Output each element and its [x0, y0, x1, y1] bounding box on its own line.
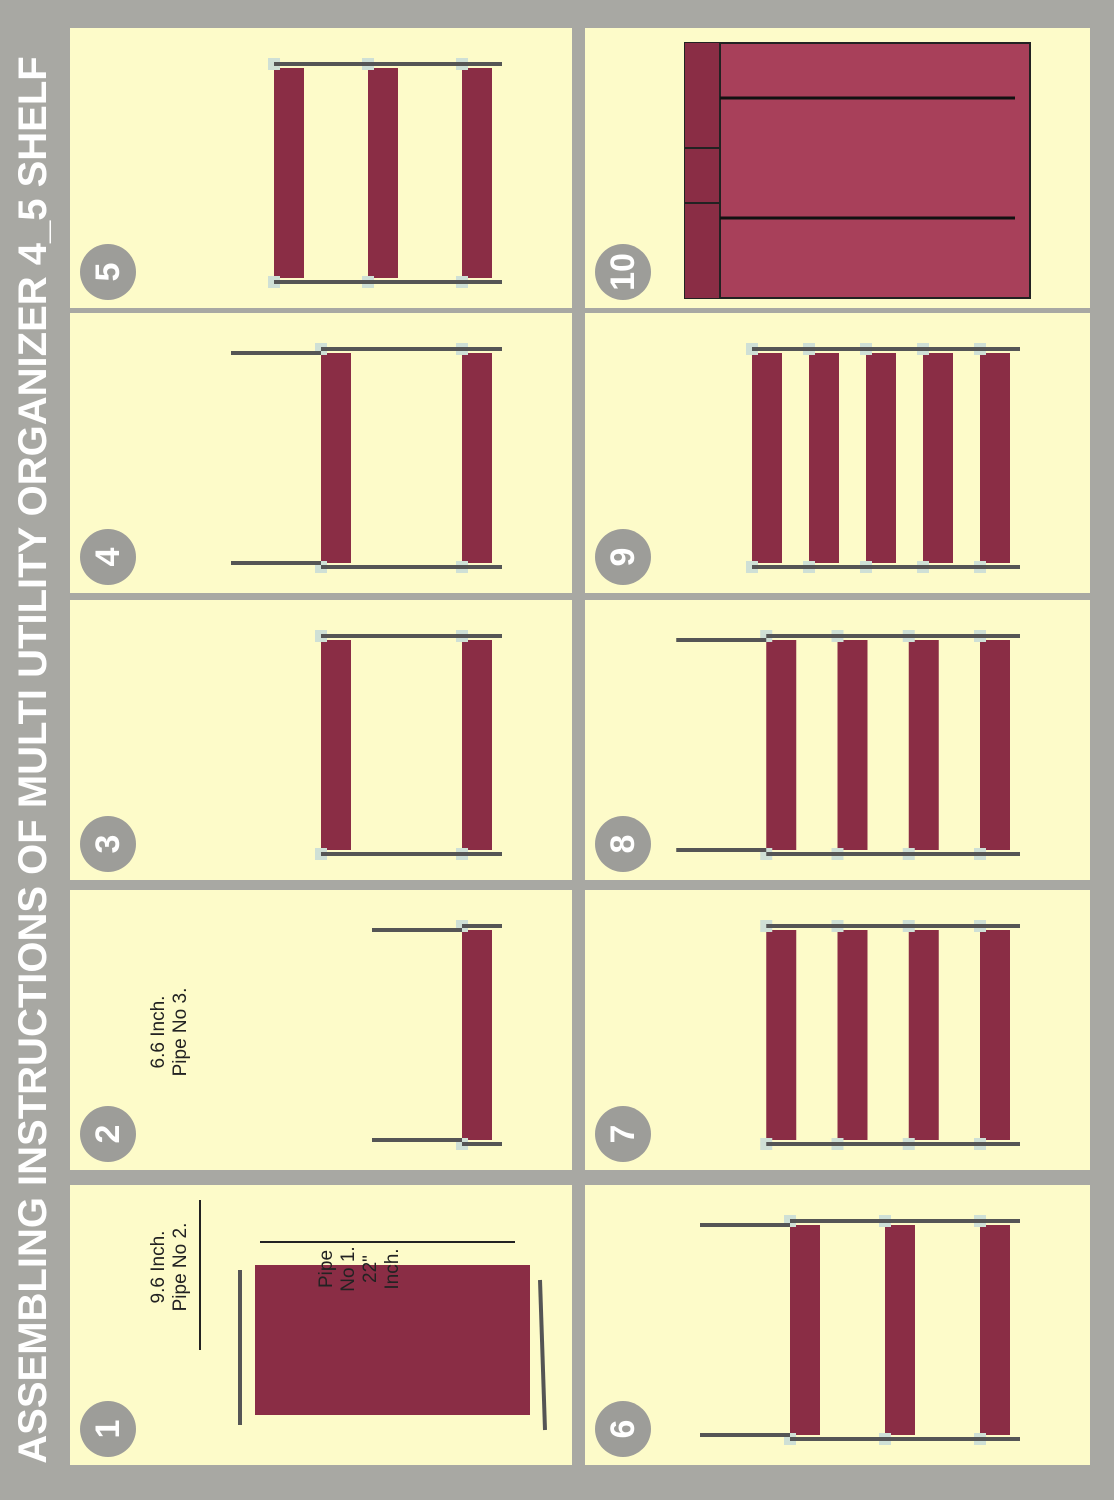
step-5-illustration	[268, 58, 502, 288]
fabric-shelf	[274, 68, 304, 278]
step-10-panel: 10	[585, 28, 1090, 308]
step-3-illustration	[315, 630, 502, 860]
pipe	[538, 1279, 547, 1431]
step-number-badge: 1	[80, 1401, 136, 1457]
label-line: 6.6 Inch.	[148, 995, 169, 1069]
label-line: Pipe No 3.	[170, 987, 191, 1077]
step-1-illustration	[199, 1200, 547, 1431]
fabric-shelf	[866, 353, 896, 563]
step-number-badge: 3	[80, 816, 136, 872]
fabric-shelf	[462, 640, 492, 850]
label-line: Pipe No 2.	[170, 1222, 191, 1312]
fabric-shelf	[462, 68, 492, 278]
fabric-shelf	[462, 930, 492, 1140]
label-line: 9.6 Inch.	[148, 1230, 169, 1304]
pipe-dimension-label: 9.6 Inch.Pipe No 2.	[148, 1207, 192, 1327]
step-number-badge: 9	[595, 529, 651, 585]
step-4-panel: 4	[70, 313, 572, 593]
step-5-panel: 5	[70, 28, 572, 308]
page-title: ASSEMBLING INSTRUCTIONS OF MULTI UTILITY…	[11, 56, 55, 1464]
fabric-shelf	[766, 640, 797, 850]
label-line: No 1.	[338, 1246, 359, 1292]
fabric-shelf	[321, 640, 351, 850]
step-2-panel: 2 6.6 Inch.Pipe No 3.	[70, 890, 572, 1170]
step-10-illustration	[684, 42, 1031, 299]
step-2-illustration	[372, 920, 502, 1150]
label-line: Pipe	[316, 1249, 337, 1289]
step-number-badge: 5	[80, 244, 136, 300]
step-7-illustration	[760, 920, 1020, 1150]
fabric-shelf	[908, 640, 939, 850]
fabric-shelf	[809, 353, 839, 563]
step-number-badge: 8	[595, 816, 651, 872]
step-4-illustration	[231, 343, 502, 573]
step-number-badge: 6	[595, 1401, 651, 1457]
fabric-shelf	[368, 68, 398, 278]
step-6-illustration	[700, 1215, 1020, 1445]
fabric-shelf	[980, 1225, 1010, 1435]
step-number-badge: 10	[595, 244, 651, 300]
fabric-shelf	[766, 930, 797, 1140]
label-line: Inch.	[382, 1248, 403, 1290]
step-number-badge: 2	[80, 1106, 136, 1162]
fabric-shelf	[255, 1265, 530, 1415]
fabric-shelf	[837, 640, 868, 850]
step-8-illustration	[676, 630, 1020, 860]
fabric-shelf	[752, 353, 782, 563]
fabric-shelf	[790, 1225, 820, 1435]
fabric-shelf	[980, 640, 1010, 850]
step-number-badge: 4	[80, 529, 136, 585]
fabric-shelf	[980, 353, 1010, 563]
fabric-shelf	[885, 1225, 915, 1435]
step-9-panel: 9	[585, 313, 1090, 593]
step-number-badge: 7	[595, 1106, 651, 1162]
step-8-panel: 8	[585, 600, 1090, 880]
fabric-shelf	[462, 353, 492, 563]
fabric-shelf	[923, 353, 953, 563]
fabric-shelf	[321, 353, 351, 563]
pipe-dimension-label: 6.6 Inch.Pipe No 3.	[148, 972, 192, 1092]
step-3-panel: 3	[70, 600, 572, 880]
fabric-shelf	[837, 930, 868, 1140]
step-7-panel: 7	[585, 890, 1090, 1170]
cover-side	[685, 43, 720, 298]
cover-box	[684, 42, 1031, 299]
fabric-shelf	[980, 930, 1010, 1140]
step-6-panel: 6	[585, 1185, 1090, 1465]
label-line: 22"	[360, 1255, 381, 1283]
step-9-illustration	[746, 343, 1020, 573]
fabric-shelf	[908, 930, 939, 1140]
